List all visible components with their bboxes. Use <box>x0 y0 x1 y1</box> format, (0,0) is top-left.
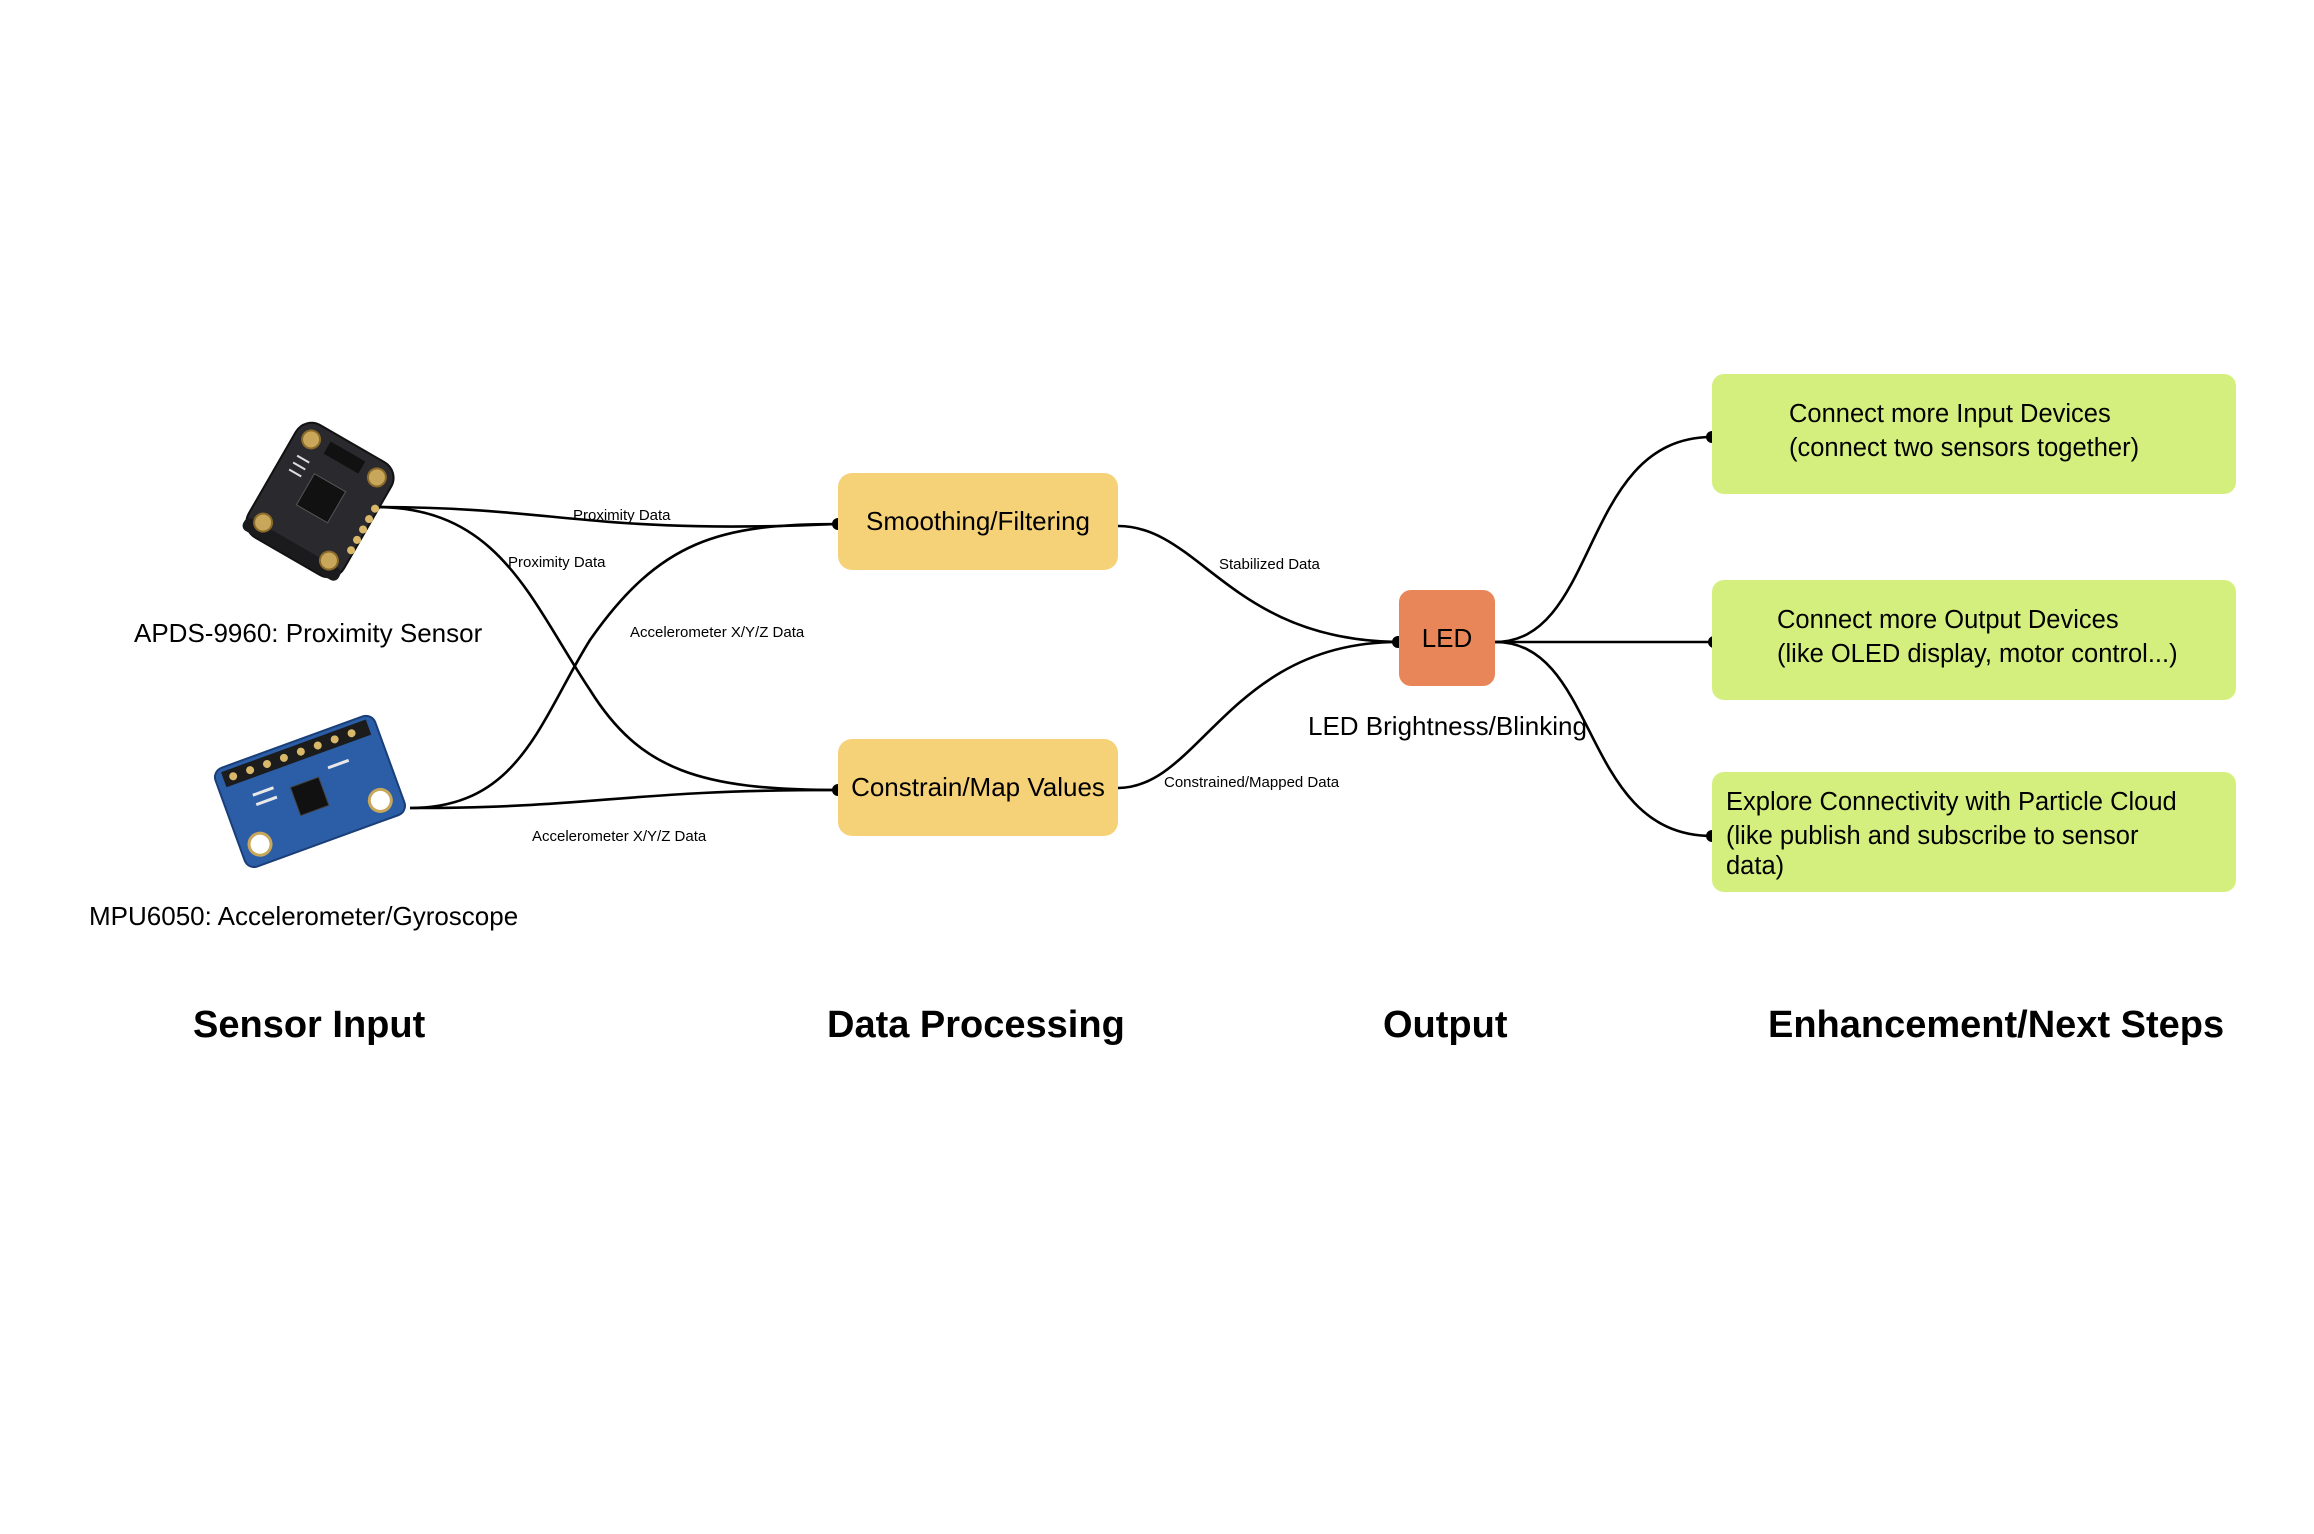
particle-cloud-detail-2: data) <box>1726 852 1785 880</box>
edge-led-to-particle-cloud <box>1494 640 1713 838</box>
edge-mpu-to-constrain <box>409 788 839 810</box>
edge-smoothing-to-led <box>1117 524 1399 644</box>
edge-label-mpu-constrain: Accelerometer X/Y/Z Data <box>532 828 707 845</box>
particle-cloud-detail: (like publish and subscribe to sensor <box>1726 822 2139 850</box>
output-devices-detail: (like OLED display, motor control...) <box>1777 640 2178 668</box>
section-heading-data-processing: Data Processing <box>827 1004 1125 1046</box>
edge-led-to-input-devices <box>1494 435 1713 644</box>
particle-cloud-title: Explore Connectivity with Particle Cloud <box>1726 788 2177 816</box>
input-devices-detail: (connect two sensors together) <box>1789 434 2140 462</box>
mpu-sensor-label: MPU6050: Accelerometer/Gyroscope <box>89 901 519 931</box>
edge-mpu-to-smoothing <box>409 522 839 810</box>
edge-apds-to-constrain <box>374 505 839 792</box>
input-devices-title: Connect more Input Devices <box>1789 400 2111 428</box>
apds-sensor-label: APDS-9960: Proximity Sensor <box>134 618 483 648</box>
output-devices-title: Connect more Output Devices <box>1777 606 2119 634</box>
constrain-map-label: Constrain/Map Values <box>851 772 1105 802</box>
apds9960-board-icon <box>242 421 395 581</box>
led-caption: LED Brightness/Blinking <box>1308 711 1587 741</box>
input-devices-node[interactable]: Connect more Input Devices (connect two … <box>1712 374 2236 494</box>
smoothing-filtering-label: Smoothing/Filtering <box>866 506 1090 536</box>
section-heading-sensor-input: Sensor Input <box>193 1004 426 1046</box>
section-heading-output: Output <box>1383 1004 1508 1046</box>
edge-label-constrained: Constrained/Mapped Data <box>1164 774 1340 791</box>
edge-label-stabilized: Stabilized Data <box>1219 556 1321 573</box>
particle-cloud-node[interactable]: Explore Connectivity with Particle Cloud… <box>1712 772 2236 892</box>
constrain-map-node[interactable]: Constrain/Map Values <box>838 739 1118 836</box>
led-node[interactable]: LED <box>1399 590 1495 686</box>
smoothing-filtering-node[interactable]: Smoothing/Filtering <box>838 473 1118 570</box>
edge-label-apds-constrain: Proximity Data <box>508 554 606 571</box>
edge-apds-to-smoothing <box>374 505 839 528</box>
section-heading-enhancement: Enhancement/Next Steps <box>1768 1004 2225 1046</box>
edge-label-mpu-smoothing: Accelerometer X/Y/Z Data <box>630 624 805 641</box>
led-label: LED <box>1421 622 1473 653</box>
output-devices-node[interactable]: Connect more Output Devices (like OLED d… <box>1712 580 2236 700</box>
mpu6050-board-icon <box>213 714 407 869</box>
edge-label-apds-smoothing: Proximity Data <box>573 507 671 524</box>
edge-constrain-to-led <box>1117 640 1399 790</box>
